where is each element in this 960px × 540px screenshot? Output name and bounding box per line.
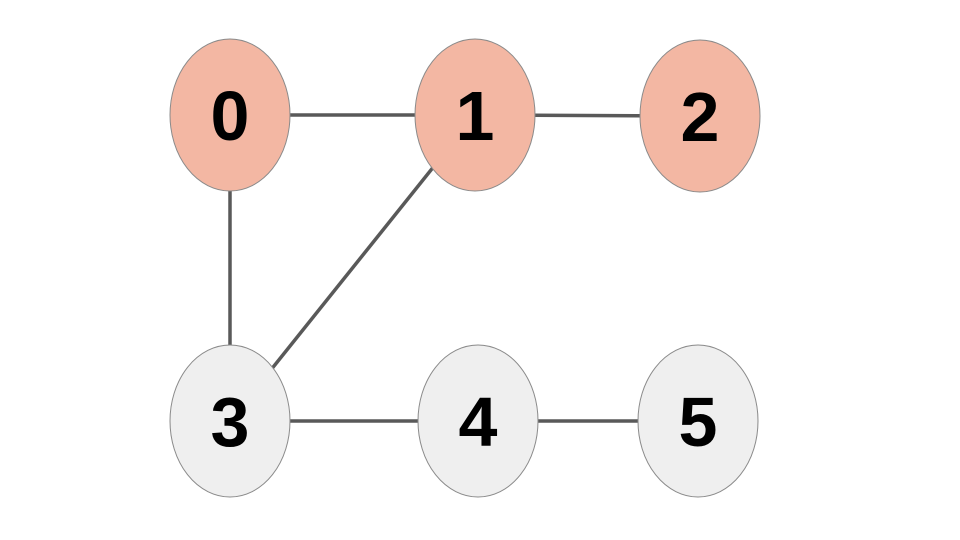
node-5[interactable]: 5 — [637, 344, 759, 498]
node-5-ellipse[interactable] — [637, 344, 759, 498]
node-4[interactable]: 4 — [417, 344, 539, 498]
node-5-label: 5 — [679, 383, 718, 461]
node-0-ellipse[interactable] — [169, 38, 291, 192]
node-3-ellipse[interactable] — [169, 344, 291, 498]
node-2-label: 2 — [681, 78, 720, 156]
node-1-ellipse[interactable] — [414, 38, 536, 192]
node-4-label: 4 — [459, 383, 498, 461]
node-2-ellipse[interactable] — [639, 39, 761, 193]
node-0-label: 0 — [211, 77, 250, 155]
node-4-ellipse[interactable] — [417, 344, 539, 498]
node-2[interactable]: 2 — [639, 39, 761, 193]
node-3[interactable]: 3 — [169, 344, 291, 498]
node-0[interactable]: 0 — [169, 38, 291, 192]
node-1[interactable]: 1 — [414, 38, 536, 192]
node-1-label: 1 — [456, 77, 495, 155]
node-3-label: 3 — [211, 383, 250, 461]
nodes-layer: 0 1 2 3 4 5 — [169, 38, 761, 498]
